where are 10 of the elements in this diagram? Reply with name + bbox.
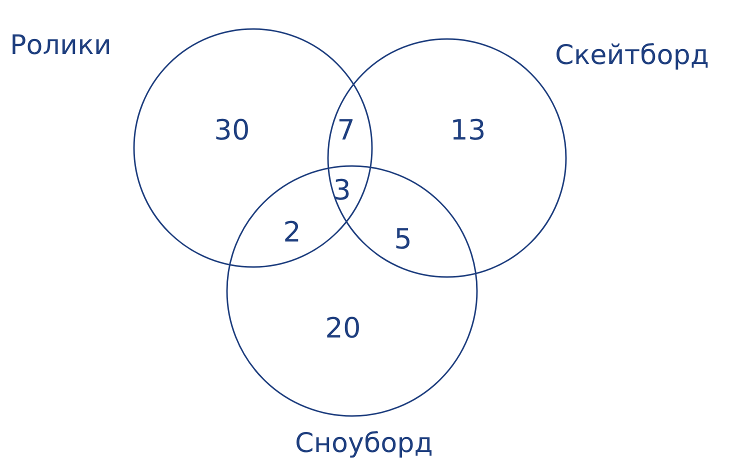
count-label: 7 bbox=[337, 114, 355, 146]
set-label: Ролики bbox=[10, 30, 112, 61]
count-label: 13 bbox=[450, 114, 486, 146]
count-label: 20 bbox=[325, 312, 361, 344]
set-label: Скейтборд bbox=[555, 40, 710, 71]
count-label: 3 bbox=[333, 174, 351, 206]
count-label: 30 bbox=[214, 114, 250, 146]
count-label: 2 bbox=[283, 216, 301, 248]
count-label: 5 bbox=[394, 222, 412, 256]
set-label: Сноуборд bbox=[295, 428, 433, 459]
